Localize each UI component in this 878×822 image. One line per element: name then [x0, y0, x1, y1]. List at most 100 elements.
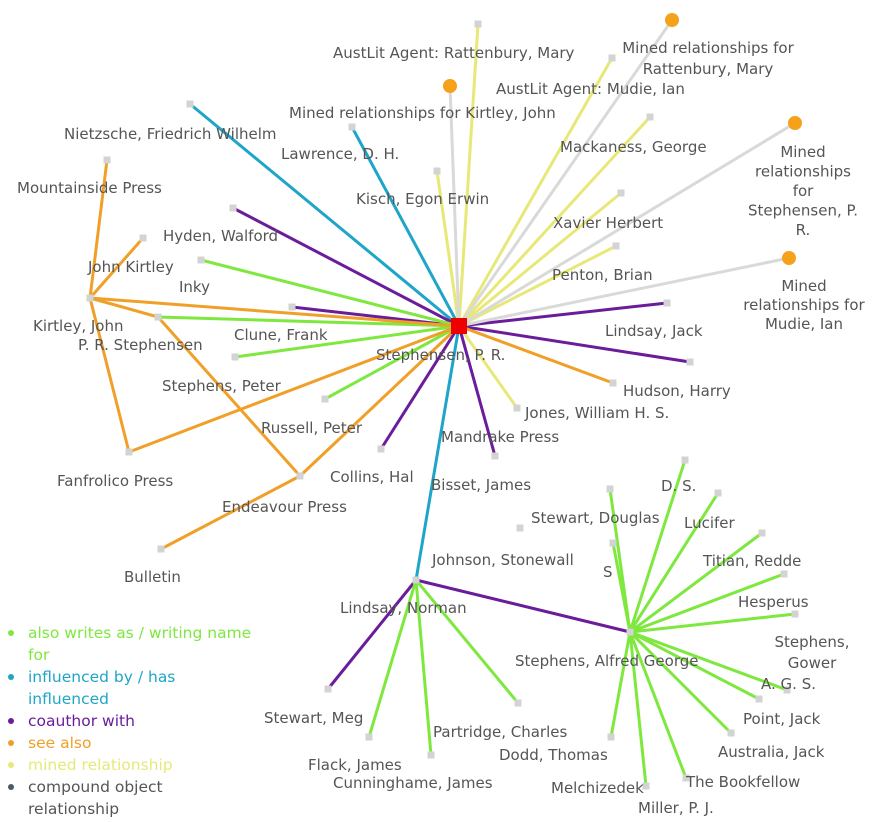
node-label-partridge-charles[interactable]: Partridge, Charles — [433, 723, 567, 741]
node-label-mandrake-press[interactable]: Mandrake Press — [441, 428, 559, 446]
node-label-mined-relationships-for-kirtley-john[interactable]: Mined relationships for Kirtley, John — [289, 104, 556, 122]
node-kirtley_john[interactable] — [86, 294, 94, 302]
node-flack[interactable] — [365, 733, 373, 741]
node-mined_kirtley[interactable] — [443, 79, 457, 93]
node-label-lawrence-d-h[interactable]: Lawrence, D. H. — [281, 145, 399, 163]
node-partridge[interactable] — [514, 699, 522, 707]
node-label-d-s[interactable]: D. S. — [661, 477, 696, 495]
node-mackaness[interactable] — [646, 113, 654, 121]
node-australia[interactable] — [727, 729, 735, 737]
node-inky[interactable] — [197, 256, 205, 264]
node-label-jones-william-h-s[interactable]: Jones, William H. S. — [524, 404, 669, 422]
node-label-titian-redde[interactable]: Titian, Redde — [702, 552, 801, 570]
node-hesperus[interactable] — [780, 570, 788, 578]
node-mined_mudie[interactable] — [782, 251, 796, 265]
node-label-kirtley-john[interactable]: Kirtley, John — [33, 317, 123, 335]
node-label-johnson-stonewall[interactable]: Johnson, Stonewall — [431, 551, 574, 569]
node-stephens_gower[interactable] — [791, 610, 799, 618]
node-hudson[interactable] — [686, 358, 694, 366]
node-label-bulletin[interactable]: Bulletin — [124, 568, 181, 586]
node-label-flack-james[interactable]: Flack, James — [308, 756, 402, 774]
node-label-miller-p-j[interactable]: Miller, P. J. — [638, 799, 714, 817]
node-label-stephens-gower[interactable]: Stephens,Gower — [775, 633, 850, 672]
node-penton[interactable] — [612, 242, 620, 250]
node-label-stewart-meg[interactable]: Stewart, Meg — [264, 709, 363, 727]
node-label-p-r-stephensen[interactable]: P. R. Stephensen — [78, 336, 203, 354]
node-label-australia-jack[interactable]: Australia, Jack — [718, 743, 825, 761]
node-label-s[interactable]: S — [603, 563, 613, 581]
node-mined_stephensen[interactable] — [788, 116, 802, 130]
node-label-nietzsche-friedrich-wilhelm[interactable]: Nietzsche, Friedrich Wilhelm — [64, 125, 277, 143]
node-label-mountainside-press[interactable]: Mountainside Press — [17, 179, 162, 197]
node-jones[interactable] — [609, 379, 617, 387]
node-label-mackaness-george[interactable]: Mackaness, George — [560, 138, 707, 156]
node-collins[interactable] — [377, 445, 385, 453]
node-label-xavier-herbert[interactable]: Xavier Herbert — [553, 214, 663, 232]
node-point[interactable] — [755, 695, 763, 703]
node-stewart_meg[interactable] — [324, 685, 332, 693]
node-bookfellow[interactable] — [682, 774, 690, 782]
node-lucifer[interactable] — [714, 489, 722, 497]
node-mined_rattenbury[interactable] — [665, 13, 679, 27]
node-label-stephensen-p-r[interactable]: Stephensen, P. R. — [376, 346, 505, 364]
node-clune[interactable] — [288, 303, 296, 311]
node-label-inky[interactable]: Inky — [179, 278, 210, 296]
node-label-a-g-s[interactable]: A. G. S. — [761, 675, 816, 693]
node-label-the-bookfellow[interactable]: The Bookfellow — [685, 773, 800, 791]
node-nietzsche[interactable] — [186, 100, 194, 108]
node-hyden[interactable] — [229, 204, 237, 212]
node-melchizedek[interactable] — [642, 782, 650, 790]
node-label-john-kirtley[interactable]: John Kirtley — [87, 258, 174, 276]
node-label-dodd-thomas[interactable]: Dodd, Thomas — [499, 746, 608, 764]
node-stewart_douglas[interactable] — [606, 485, 614, 493]
node-ags[interactable] — [783, 686, 791, 694]
node-label-stewart-douglas[interactable]: Stewart, Douglas — [531, 509, 660, 527]
node-john_kirtley[interactable] — [139, 234, 147, 242]
node-label-hudson-harry[interactable]: Hudson, Harry — [623, 382, 731, 400]
node-label-austlit-agent-mudie-ian[interactable]: AustLit Agent: Mudie, Ian — [496, 80, 685, 98]
node-fanfrolico[interactable] — [125, 448, 133, 456]
node-mandrake[interactable] — [513, 404, 521, 412]
node-label-lindsay-jack[interactable]: Lindsay, Jack — [605, 322, 703, 340]
node-label-endeavour-press[interactable]: Endeavour Press — [222, 498, 347, 516]
node-label-clune-frank[interactable]: Clune, Frank — [234, 326, 328, 344]
node-label-austlit-agent-rattenbury-mary[interactable]: AustLit Agent: Rattenbury, Mary — [333, 44, 575, 62]
node-lindsay_norman[interactable] — [412, 576, 420, 584]
node-prs_alias[interactable] — [154, 313, 162, 321]
node-label-kisch-egon-erwin[interactable]: Kisch, Egon Erwin — [356, 190, 489, 208]
node-label-lindsay-norman[interactable]: Lindsay, Norman — [340, 599, 467, 617]
node-cunninghame[interactable] — [427, 751, 435, 759]
node-label-bisset-james[interactable]: Bisset, James — [431, 476, 531, 494]
node-label-collins-hal[interactable]: Collins, Hal — [330, 468, 414, 486]
node-label-point-jack[interactable]: Point, Jack — [743, 710, 821, 728]
node-russell[interactable] — [321, 395, 329, 403]
node-johnson[interactable] — [516, 524, 524, 532]
node-dodd[interactable] — [607, 733, 615, 741]
node-bulletin[interactable] — [157, 545, 165, 553]
node-ds[interactable] — [681, 456, 689, 464]
node-label-cunninghame-james[interactable]: Cunninghame, James — [333, 774, 493, 792]
node-label-stephens-peter[interactable]: Stephens, Peter — [162, 377, 282, 395]
node-stephensen[interactable] — [451, 318, 467, 334]
node-titian[interactable] — [758, 529, 766, 537]
node-label-lucifer[interactable]: Lucifer — [684, 514, 736, 532]
node-label-penton-brian[interactable]: Penton, Brian — [552, 266, 653, 284]
node-stephens_peter[interactable] — [231, 353, 239, 361]
node-label-melchizedek[interactable]: Melchizedek — [551, 779, 644, 797]
node-stephens_ag[interactable] — [626, 628, 634, 636]
node-mudie_agent[interactable] — [608, 54, 616, 62]
node-bisset[interactable] — [491, 452, 499, 460]
node-lawrence[interactable] — [348, 123, 356, 131]
node-kisch[interactable] — [433, 167, 441, 175]
node-label-stephens-alfred-george[interactable]: Stephens, Alfred George — [515, 652, 699, 670]
node-endeavour[interactable] — [296, 472, 304, 480]
node-lindsay_jack[interactable] — [663, 299, 671, 307]
node-label-hyden-walford[interactable]: Hyden, Walford — [163, 227, 278, 245]
node-label-russell-peter[interactable]: Russell, Peter — [261, 419, 363, 437]
node-s[interactable] — [609, 539, 617, 547]
node-xavier[interactable] — [617, 189, 625, 197]
